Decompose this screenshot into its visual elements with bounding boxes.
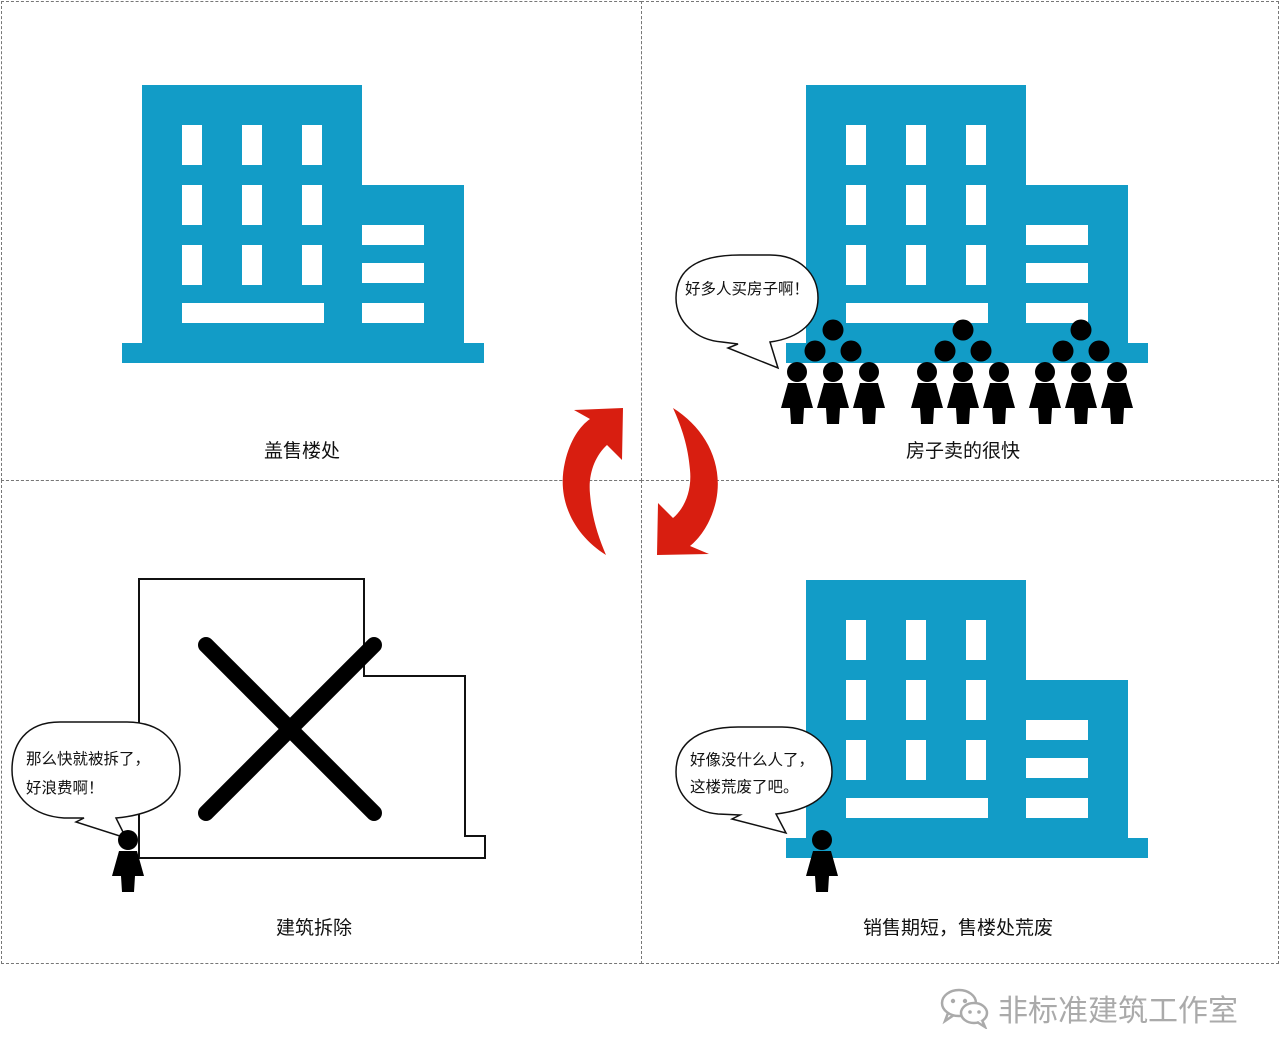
cycle-arrow-icon — [562, 408, 718, 555]
demolished-building-outline — [138, 578, 486, 859]
bubble-line: 这楼荒废了吧。 — [690, 778, 799, 796]
bubble-line: 好多人买房子啊！ — [685, 280, 809, 298]
wechat-icon — [940, 988, 989, 1029]
building-icon — [786, 580, 1148, 858]
bubble-line: 好浪费啊！ — [26, 779, 104, 797]
panel-sales-office-abandoned — [641, 480, 1279, 964]
speech-bubble: 好多人买房子啊！ — [675, 254, 819, 370]
bubble-line: 好像没什么人了， — [690, 751, 814, 769]
bubble-line: 那么快就被拆了， — [26, 750, 150, 768]
speech-bubble: 好像没什么人了， 这楼荒废了吧。 — [675, 726, 833, 835]
caption: 建筑拆除 — [276, 917, 353, 939]
caption: 盖售楼处 — [264, 440, 341, 462]
caption: 销售期短，售楼处荒废 — [863, 917, 1054, 939]
building-icon — [122, 85, 484, 363]
cross-icon — [198, 637, 382, 821]
caption: 房子卖的很快 — [906, 440, 1021, 462]
speech-bubble: 那么快就被拆了， 好浪费啊！ — [11, 721, 181, 840]
watermark-text: 非标准建筑工作室 — [998, 994, 1238, 1029]
watermark: 非标准建筑工作室 — [940, 986, 1238, 1030]
